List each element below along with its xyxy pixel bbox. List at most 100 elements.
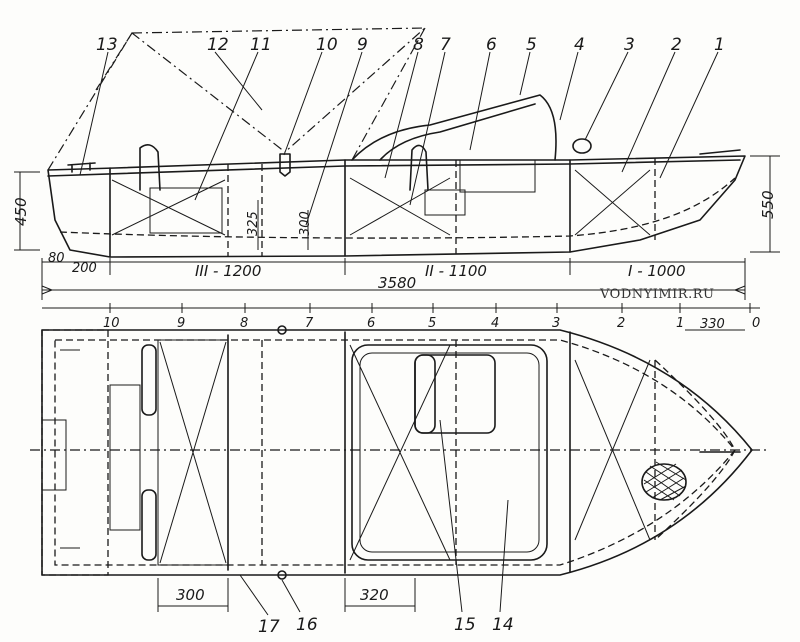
callout-9: 9 bbox=[357, 35, 368, 55]
mid-brace bbox=[349, 344, 451, 561]
bow-light bbox=[572, 138, 592, 154]
frame-scale: 10 9 8 7 6 5 4 3 2 1 0 330 bbox=[42, 303, 760, 332]
dim-320-lines bbox=[344, 578, 416, 612]
callout-12: 12 bbox=[207, 35, 229, 55]
driver-seat-back bbox=[409, 144, 429, 191]
frame-9: 9 bbox=[177, 316, 185, 331]
callout-6: 6 bbox=[486, 35, 497, 55]
dim-300-inner: 300 bbox=[298, 211, 313, 236]
height-dim-right bbox=[750, 155, 780, 253]
dim-320: 320 bbox=[360, 586, 389, 604]
hull-outline bbox=[47, 155, 746, 258]
callout-16: 16 bbox=[296, 615, 318, 635]
plan-view: 300 320 bbox=[30, 325, 770, 612]
frame-0: 0 bbox=[752, 316, 760, 331]
callout-13: 13 bbox=[96, 35, 118, 55]
transom-cleats bbox=[60, 349, 80, 549]
transom-well bbox=[41, 419, 67, 491]
rear-seat bbox=[149, 187, 223, 234]
sheer-line bbox=[47, 159, 741, 177]
callout-2: 2 bbox=[671, 35, 682, 55]
callout-4: 4 bbox=[574, 35, 585, 55]
bow-brace bbox=[574, 359, 651, 541]
callouts-bottom: 17 16 15 14 bbox=[258, 615, 514, 637]
scale-ticks bbox=[109, 303, 751, 313]
seat-back-plan bbox=[414, 354, 436, 434]
section-bulkheads bbox=[109, 159, 571, 258]
anchor-hatch-grid bbox=[643, 461, 687, 501]
frame-6: 6 bbox=[367, 316, 375, 331]
callout-10: 10 bbox=[316, 35, 338, 55]
side-view: 325 300 450 550 80 200 III - 1200 II - 1… bbox=[12, 27, 780, 302]
driver-seat bbox=[424, 189, 466, 216]
rear-bench-brace bbox=[159, 341, 227, 564]
callout-15: 15 bbox=[454, 615, 476, 635]
callout-11: 11 bbox=[250, 35, 272, 55]
frame-4: 4 bbox=[491, 316, 499, 331]
plan-frames bbox=[261, 340, 656, 565]
callout-3: 3 bbox=[624, 35, 635, 55]
bottom-leaders bbox=[239, 419, 509, 616]
dim-3580: 3580 bbox=[378, 274, 416, 292]
callout-7: 7 bbox=[440, 35, 451, 55]
dashboard bbox=[459, 159, 536, 193]
rear-seat-back bbox=[139, 144, 161, 191]
awning-frame bbox=[47, 27, 427, 171]
frame-7: 7 bbox=[305, 316, 314, 331]
plan-outline bbox=[41, 329, 753, 576]
panel-brace-mid bbox=[349, 177, 451, 236]
transom-block bbox=[41, 329, 109, 576]
chine-line bbox=[59, 177, 736, 239]
callout-1: 1 bbox=[714, 35, 725, 55]
callouts-top: 13 12 11 10 9 8 7 6 5 4 3 2 1 bbox=[96, 35, 725, 55]
top-leaders bbox=[79, 51, 719, 226]
callout-5: 5 bbox=[526, 35, 537, 55]
cockpit-rim-inner bbox=[359, 352, 540, 553]
dim-550: 550 bbox=[759, 190, 777, 219]
frame-2: 2 bbox=[617, 316, 625, 331]
callout-14: 14 bbox=[492, 615, 514, 635]
cockpit-rim bbox=[351, 344, 548, 561]
oarlock-top bbox=[277, 325, 287, 335]
panel-brace-rear bbox=[111, 179, 226, 236]
section-II-label: II - 1100 bbox=[425, 262, 487, 280]
frame-8: 8 bbox=[240, 316, 248, 331]
dim-80: 80 bbox=[48, 251, 65, 266]
section-III-label: III - 1200 bbox=[195, 262, 261, 280]
frame-5: 5 bbox=[428, 316, 436, 331]
frame-lines bbox=[227, 158, 656, 256]
callout-17: 17 bbox=[258, 617, 280, 637]
frame-1: 1 bbox=[676, 316, 684, 331]
rear-seat-cushion-top bbox=[141, 344, 157, 416]
bow-deck-line bbox=[654, 359, 736, 541]
bow-rail bbox=[699, 149, 741, 155]
dim-450: 450 bbox=[12, 197, 30, 226]
rear-seat-cushion-bottom bbox=[141, 489, 157, 561]
dim-200: 200 bbox=[72, 261, 97, 276]
rear-bench-rails bbox=[109, 384, 141, 531]
anchor-hatch bbox=[641, 463, 687, 501]
dim-325: 325 bbox=[246, 211, 261, 236]
plan-inner-outline bbox=[54, 339, 736, 566]
frame-10: 10 bbox=[103, 316, 120, 331]
windshield bbox=[351, 94, 557, 161]
windshield-inner bbox=[379, 103, 536, 161]
panel-brace-front bbox=[574, 169, 651, 236]
dim-300-lines bbox=[157, 578, 229, 612]
stern-cleat bbox=[67, 162, 96, 173]
oarlock-bottom bbox=[277, 570, 287, 580]
section-dim-line bbox=[41, 258, 746, 300]
callout-8: 8 bbox=[413, 35, 424, 55]
dim-330: 330 bbox=[700, 317, 725, 332]
section-I-label: I - 1000 bbox=[628, 262, 686, 280]
plan-bulkheads bbox=[227, 331, 571, 574]
total-dim-line bbox=[41, 285, 746, 295]
height-dim-left bbox=[14, 171, 40, 251]
watermark: VODNYIMIR.RU bbox=[599, 287, 714, 302]
oarlock bbox=[279, 153, 291, 177]
frame-3: 3 bbox=[552, 316, 560, 331]
dim-300: 300 bbox=[176, 586, 205, 604]
inner-dim-lines bbox=[257, 200, 309, 250]
